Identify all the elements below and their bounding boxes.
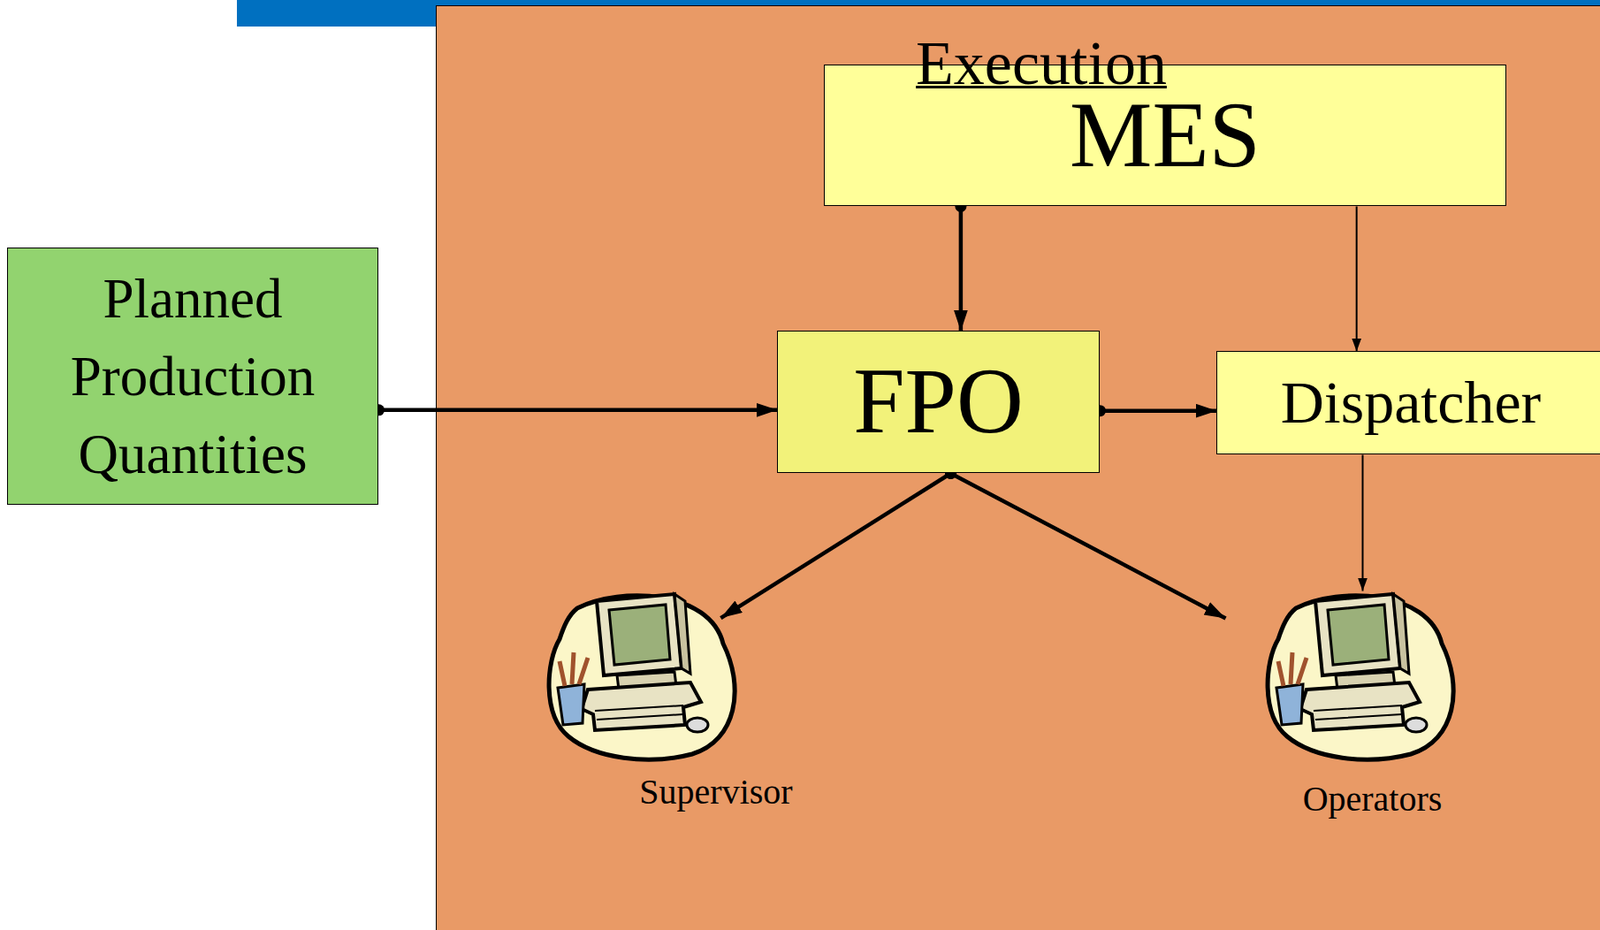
connector-arrow [378,407,778,412]
station-label: Supervisor [639,772,793,812]
execution-panel: ExecutionMESFPODispatcherSupervisorOpera… [435,5,1600,930]
connector-arrow [950,472,1226,618]
station-label: Operators [1302,779,1443,819]
computer-icon [1260,590,1466,766]
box-label: Dispatcher [1280,367,1542,437]
connector-arrow [1361,454,1364,591]
connector-arrow [720,472,951,618]
input-box: Planned Production Quantities [7,247,379,505]
fpo-box: FPO [777,330,1100,473]
dispatcher-box: Dispatcher [1216,350,1600,455]
box-label: MES [1069,82,1261,190]
supervisor-station: Supervisor [541,590,808,816]
operators-station: Operators [1220,590,1469,819]
connector-arrow [1355,205,1357,351]
box-label: FPO [853,348,1024,456]
computer-icon [541,590,747,766]
box-label: Planned Production Quantities [20,259,366,494]
connector-arrow [1099,408,1217,413]
connector-arrow [958,205,963,331]
